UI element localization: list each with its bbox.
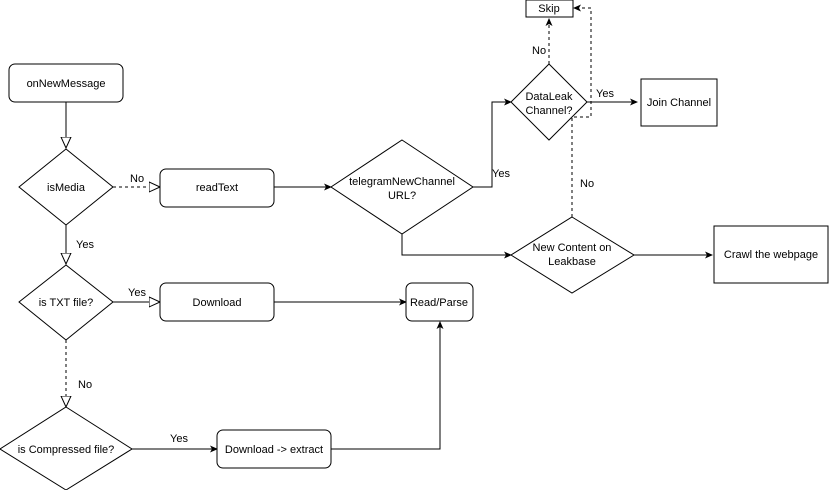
node-newcontent-label-line1: New Content on	[533, 242, 612, 254]
edge-label-istxt-yes: Yes	[128, 287, 146, 299]
edge-label-ismedia-no: No	[130, 173, 144, 185]
edge-label-iscompressed-yes: Yes	[170, 433, 188, 445]
edge-label-telegram-yes: Yes	[492, 168, 510, 180]
node-readtext[interactable]: readText	[159, 168, 275, 208]
node-onnewmessage-label: onNewMessage	[27, 78, 106, 90]
node-iscompressed-label: is Compressed file?	[18, 444, 115, 456]
node-joinchannel[interactable]: Join Channel	[640, 78, 718, 127]
edge-newcontent-to-skip	[571, 4, 592, 217]
edge-label-dataleak-no: No	[532, 45, 546, 57]
edge-telegramurl-to-dataleak	[473, 98, 512, 188]
node-readtext-label: readText	[196, 182, 238, 194]
node-skip-label: Skip	[538, 3, 559, 15]
node-joinchannel-label: Join Channel	[647, 97, 711, 109]
node-crawl[interactable]: Crawl the webpage	[713, 225, 829, 284]
edge-label-newcontent-no: No	[580, 178, 594, 190]
edge-telegramurl-to-newcontent	[401, 234, 512, 259]
edge-label-ismedia-yes: Yes	[76, 239, 94, 251]
node-newcontent-label-line2: Leakbase	[548, 256, 596, 268]
node-ismedia-label: isMedia	[47, 182, 86, 194]
edge-label-dataleak-yes: Yes	[596, 88, 614, 100]
node-onnewmessage[interactable]: onNewMessage	[8, 63, 124, 103]
node-newcontent[interactable]: New Content on Leakbase	[510, 216, 635, 294]
node-dataleak-label-line1: DataLeak	[525, 91, 573, 103]
node-readparse[interactable]: Read/Parse	[405, 282, 474, 322]
node-istxt[interactable]: is TXT file?	[18, 264, 114, 341]
node-download[interactable]: Download	[159, 282, 275, 322]
node-downloadextract[interactable]: Download -> extract	[216, 429, 332, 469]
node-telegramurl-label-line2: URL?	[388, 190, 416, 202]
node-iscompressed[interactable]: is Compressed file?	[0, 406, 133, 490]
node-dataleak-label-line2: Channel?	[525, 105, 572, 117]
node-download-label: Download	[193, 297, 242, 309]
edge-downloadextract-to-readparse	[331, 321, 444, 450]
node-telegramurl-label-line1: telegramNewChannel	[349, 176, 455, 188]
node-skip[interactable]: Skip	[525, 0, 574, 18]
node-downloadextract-label: Download -> extract	[225, 444, 323, 456]
node-crawl-label: Crawl the webpage	[724, 249, 818, 261]
node-istxt-label: is TXT file?	[39, 297, 94, 309]
node-telegramurl[interactable]: telegramNewChannel URL?	[330, 139, 474, 235]
node-ismedia[interactable]: isMedia	[18, 148, 114, 226]
node-dataleak[interactable]: DataLeak Channel?	[510, 63, 588, 141]
edge-label-istxt-no: No	[78, 379, 92, 391]
node-readparse-label: Read/Parse	[410, 297, 468, 309]
